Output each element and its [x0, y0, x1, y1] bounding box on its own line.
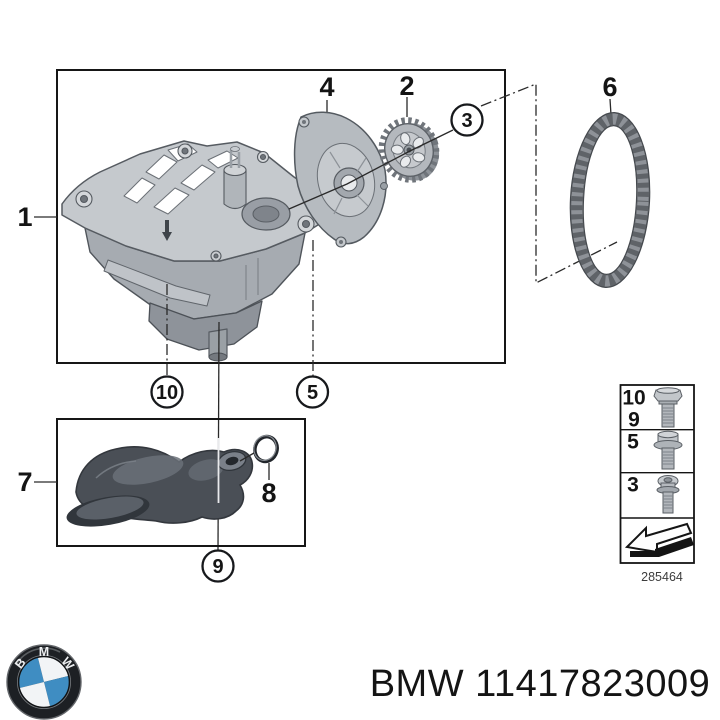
roundel-quadrants: [19, 657, 69, 707]
direction-arrow-icon: [624, 522, 694, 557]
part-number-text: BMW 11417823009: [370, 663, 711, 705]
callout-10-label: 10: [156, 382, 178, 404]
pump-bolt-bosses: [75, 143, 315, 262]
stud-marker: [165, 220, 169, 233]
callout-2-label: 2: [399, 71, 414, 101]
pump-lattice: [123, 143, 239, 215]
legend-row1-top-label: 10: [622, 387, 645, 410]
legend-row1-bottom-label: 9: [628, 409, 640, 432]
o-ring-pointer: [239, 452, 255, 462]
suction-pipe-drawing: [66, 446, 254, 527]
flange-bolt-icon: [653, 430, 683, 470]
timing-chain-drawing: [569, 111, 651, 289]
socket-bolt-icon: [656, 475, 680, 514]
oil-pump-drawing: [61, 140, 335, 362]
legend-row2-label: 5: [627, 431, 639, 454]
hex-bolt-icon: [653, 387, 683, 428]
callout-6-label: 6: [602, 72, 617, 102]
callout-9-label: 9: [212, 556, 223, 578]
callout-4-label: 4: [319, 72, 334, 102]
callout-5-label: 5: [307, 382, 318, 404]
sprocket-holes: [390, 132, 426, 168]
callout-3-circle: [450, 103, 484, 137]
roundel-letter-m: M: [39, 645, 49, 659]
assembly-axis-line: [288, 129, 454, 210]
bmw-roundel-logo: B M W: [6, 644, 82, 720]
cover-plate-drawing: [293, 111, 388, 248]
legend-row3-label: 3: [627, 474, 639, 497]
callout-1-label: 1: [17, 202, 32, 232]
o-ring-drawing: [253, 434, 279, 464]
callout-3-label: 3: [461, 110, 472, 132]
callout-5-circle: [295, 375, 330, 409]
chain-reference-line: [480, 83, 618, 285]
callout-8-label: 8: [261, 478, 276, 508]
callout-10-circle: [150, 375, 184, 409]
callout-9-circle: [201, 549, 235, 583]
callout-7-label: 7: [17, 467, 32, 497]
sprocket-drawing: [378, 117, 440, 183]
diagram-code: 285464: [641, 570, 683, 584]
fastener-legend-table: 10 9 5 3: [619, 384, 695, 564]
